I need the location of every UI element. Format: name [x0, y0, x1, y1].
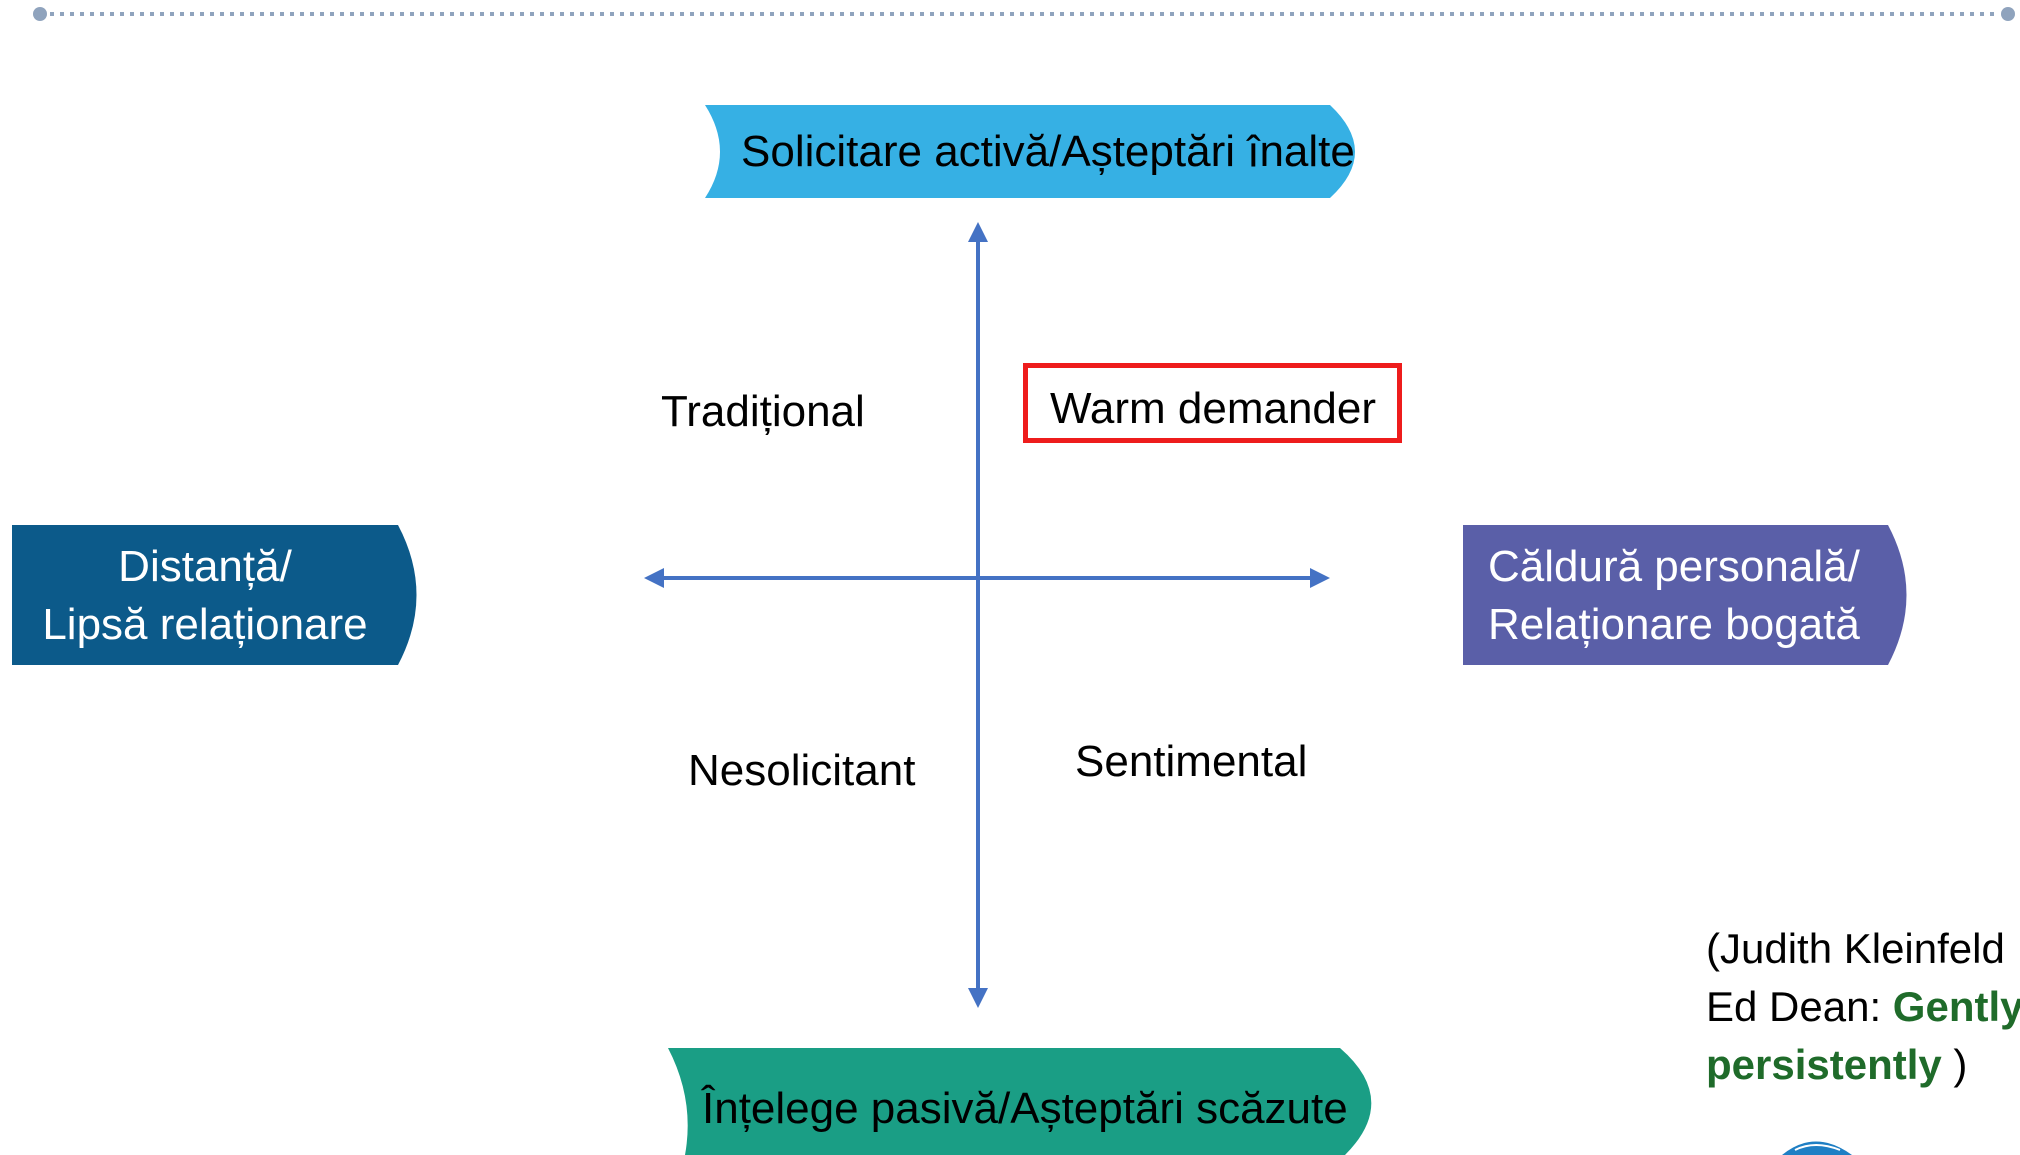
right-axis-label-line2: Relaționare bogată [1488, 600, 1860, 649]
quadrant-bottom-right-label: Sentimental [1075, 737, 1308, 786]
quadrant-bottom-left-label: Nesolicitant [688, 746, 916, 795]
citation-line1: (Judith Kleinfeld [1706, 925, 2005, 972]
quadrant-top-right-highlight: Warm demander [1023, 363, 1402, 443]
left-axis-label: Distanță/ Lipsă relaționare [12, 538, 398, 654]
citation-line3-emphasis: persistently [1706, 1041, 1942, 1088]
quadrant-top-left-label: Tradițional [661, 387, 865, 436]
dotted-divider [33, 7, 2015, 21]
globe-logo-icon [1782, 1141, 1852, 1155]
citation-line3-suffix: ) [1941, 1041, 1968, 1088]
citation-line2-prefix: Ed Dean: [1706, 983, 1893, 1030]
left-axis-label-line2: Lipsă relaționare [42, 600, 368, 649]
citation-line2-emphasis: Gently [1892, 983, 2020, 1030]
left-box-shape [12, 525, 417, 665]
right-box-shape [1463, 525, 1907, 665]
citation-line2: Ed Dean: Gently [1706, 978, 2020, 1036]
bottom-banner-shape [668, 1048, 1372, 1155]
left-axis-label-line1: Distanță/ [118, 542, 292, 591]
right-axis-label-line1: Căldură personală/ [1488, 542, 1860, 591]
citation: (Judith Kleinfeld Ed Dean: Gently persis… [1706, 920, 2020, 1094]
top-axis-label: Solicitare activă/Așteptări înalte [741, 127, 1355, 176]
top-banner-shape [705, 105, 1355, 198]
citation-line3: persistently ) [1706, 1036, 2020, 1094]
right-axis-label: Căldură personală/ Relaționare bogată [1488, 538, 1860, 654]
quadrant-top-right-label: Warm demander [1050, 384, 1377, 433]
bottom-axis-label: Înțelege pasivă/Așteptări scăzute [702, 1084, 1348, 1133]
